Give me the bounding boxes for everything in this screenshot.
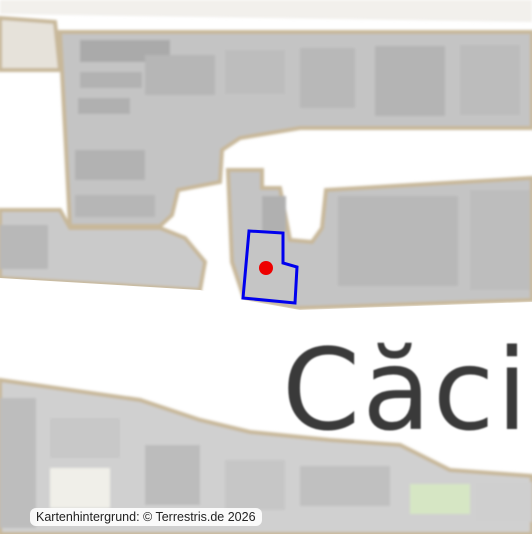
location-dot-icon [259,261,273,275]
place-label: Căci [282,326,530,456]
map-attribution: Kartenhintergrund: © Terrestris.de 2026 [30,508,262,526]
building-block-south [0,377,532,534]
street [0,278,532,384]
